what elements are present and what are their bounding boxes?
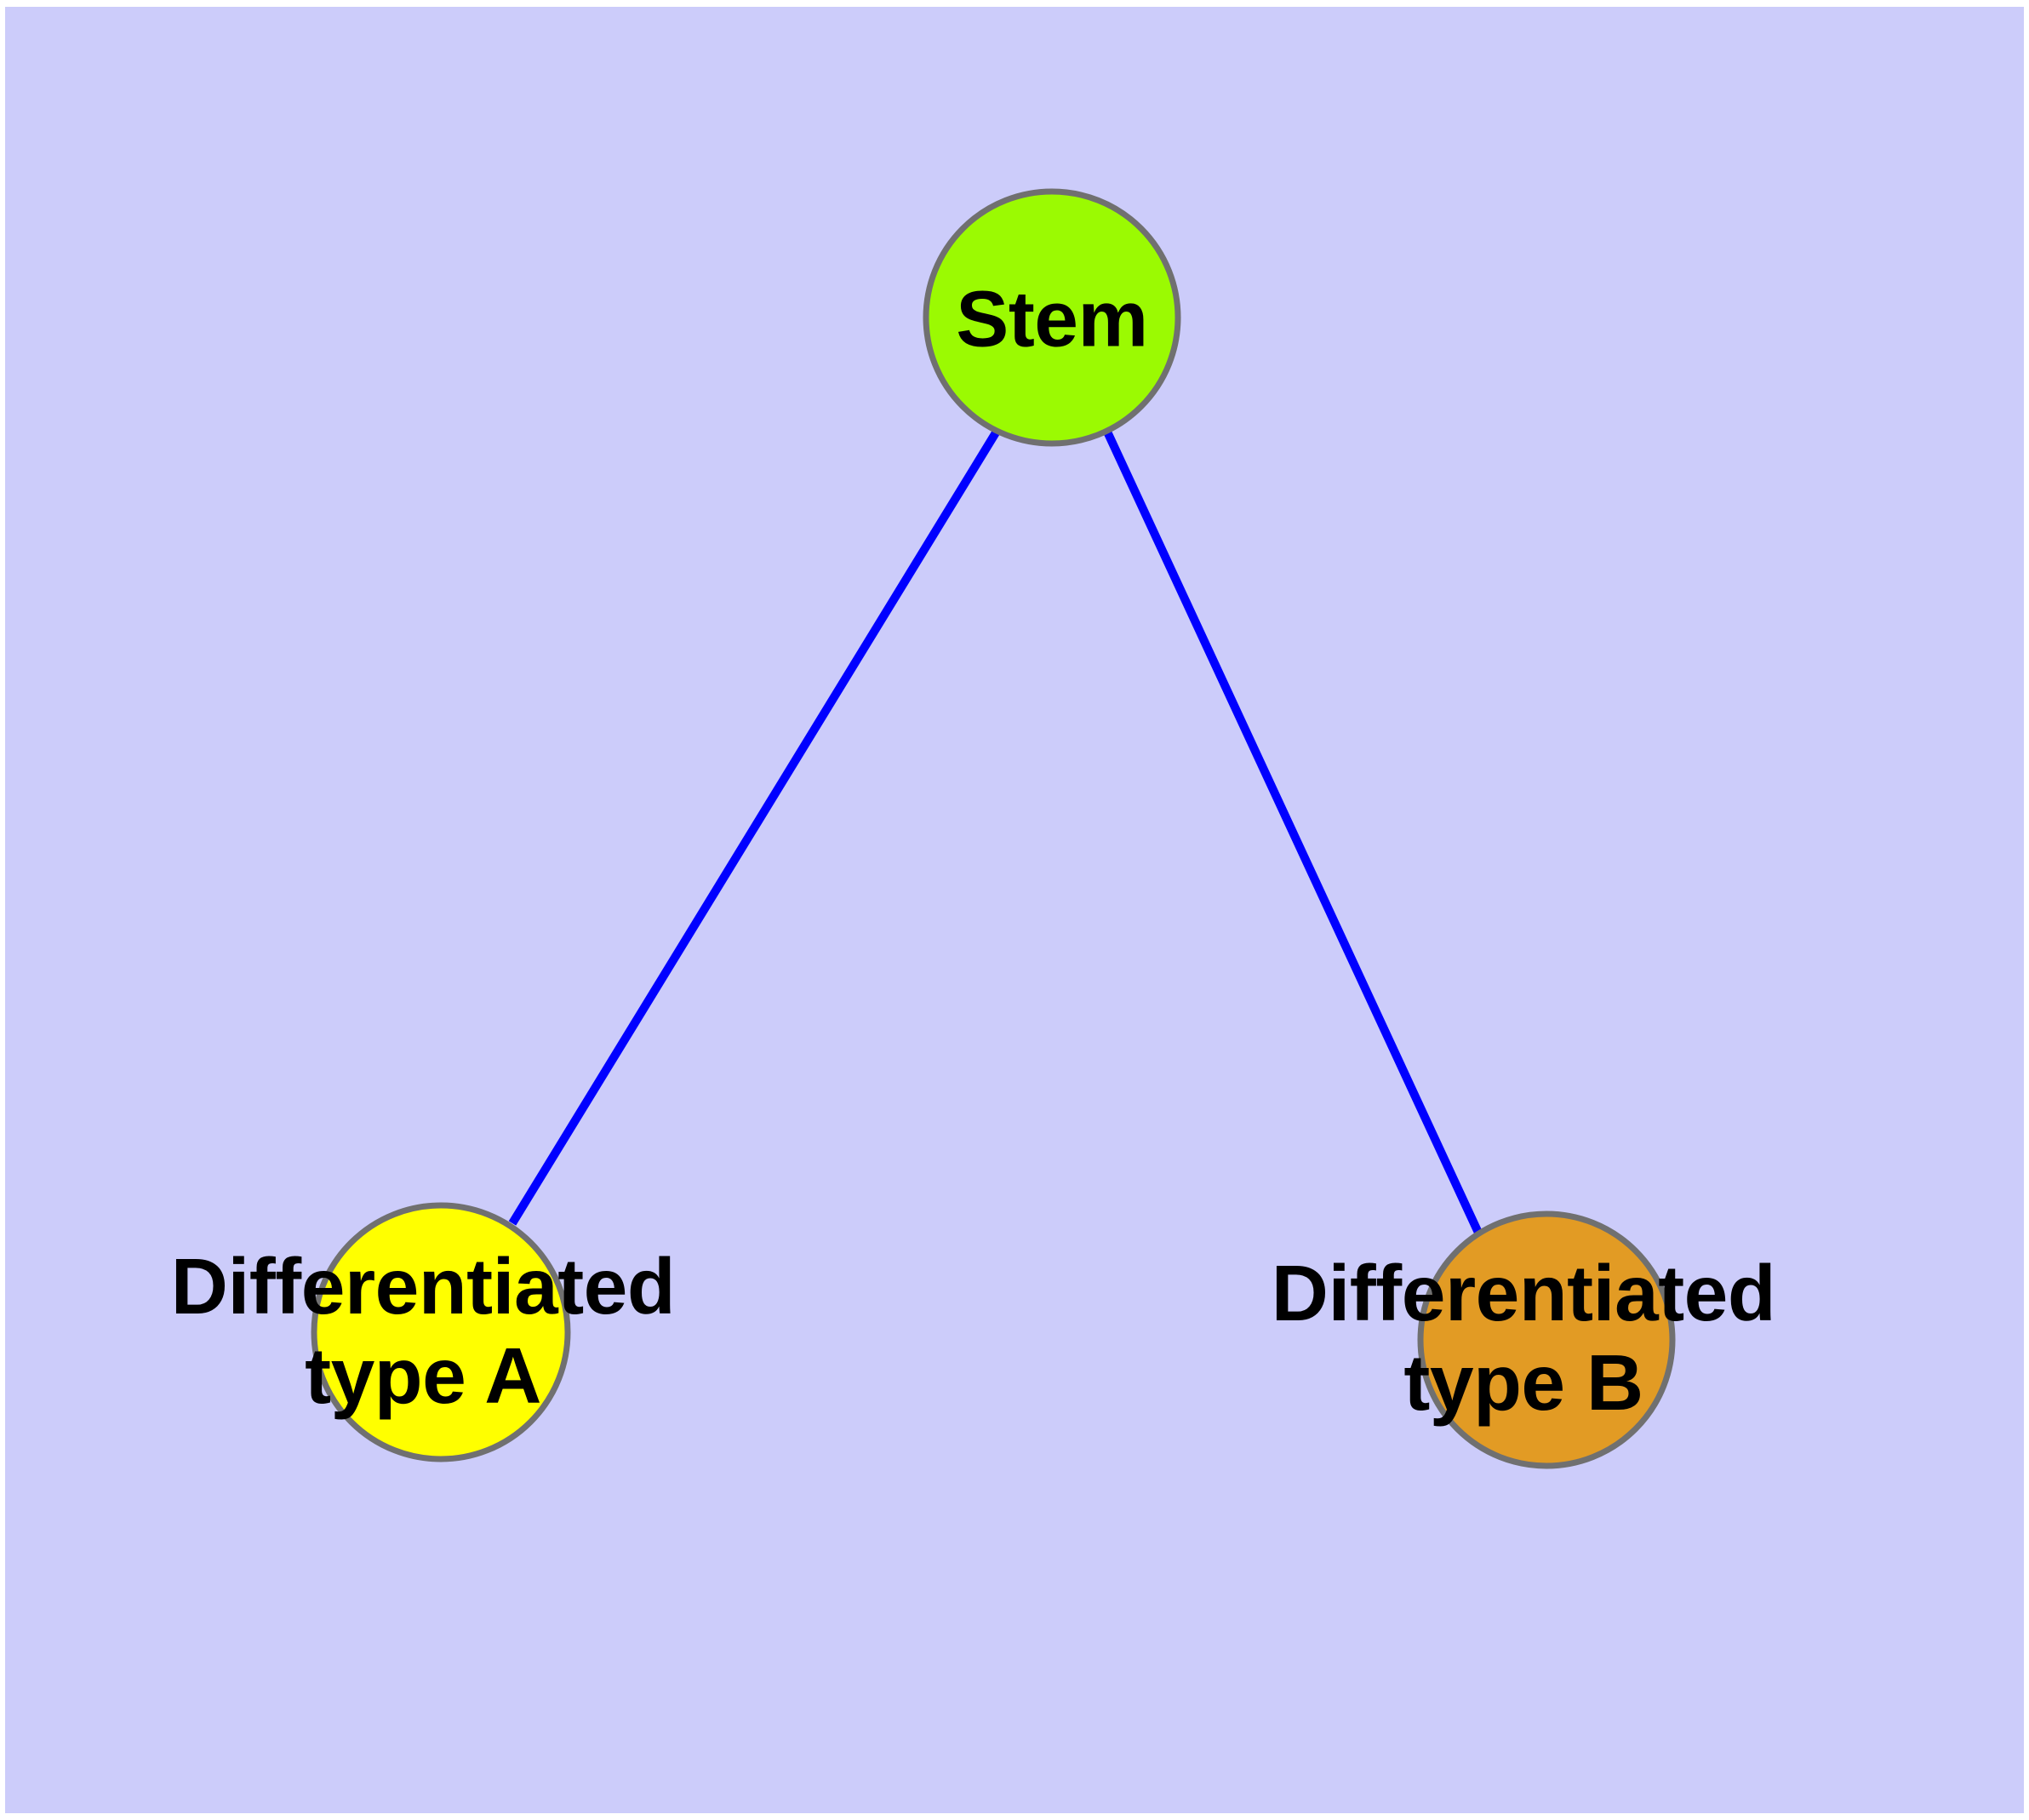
node-differentiated-type-a[interactable] xyxy=(311,1202,571,1462)
node-stem[interactable] xyxy=(923,188,1181,447)
node-differentiated-type-b[interactable] xyxy=(1417,1210,1676,1469)
edge-stem-to-diff-a xyxy=(508,427,1002,1226)
edge-layer xyxy=(508,427,1483,1235)
edge-stem-to-diff-b xyxy=(1102,427,1483,1235)
node-layer xyxy=(311,188,1676,1469)
